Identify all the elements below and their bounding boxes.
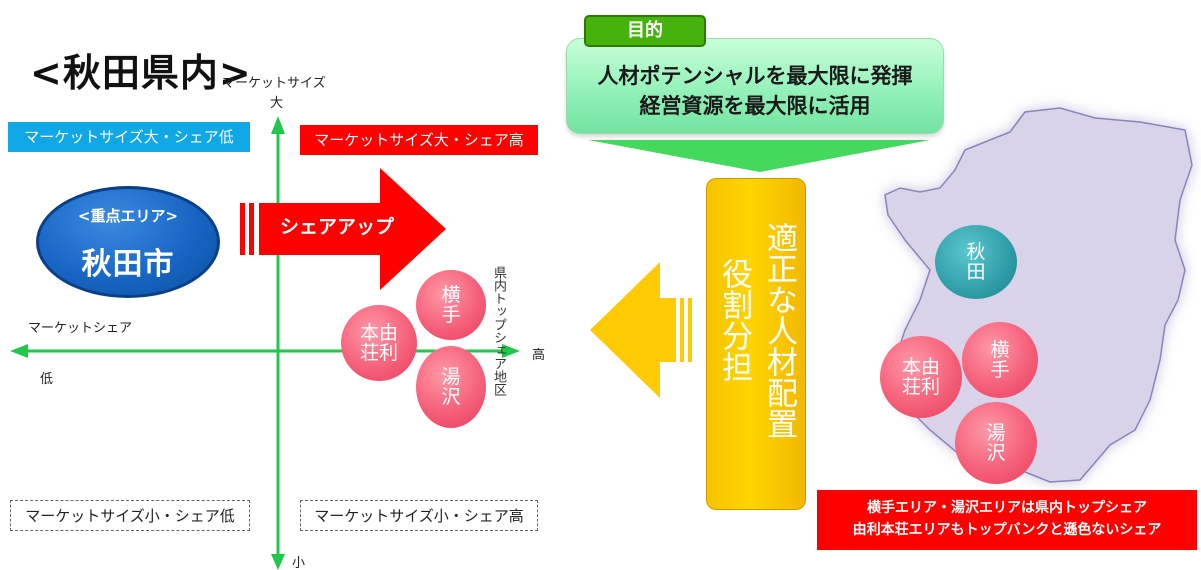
map-bubble-yurihonjo: 本由荘利: [880, 336, 962, 418]
goal-line-2: 経営資源を最大限に活用: [639, 94, 871, 118]
info-line-2: 由利本荘エリアもトップバンクと遜色ないシェア: [852, 522, 1162, 538]
focus-area-subtitle: <重点エリア>: [77, 207, 179, 225]
bubble-yuzawa: 湯沢: [416, 346, 486, 428]
map-bubble-yokote: 横手: [962, 322, 1038, 398]
share-up-arrow: [240, 168, 446, 290]
map-bubble-yuzawa: 湯沢: [955, 402, 1037, 484]
focus-area-ellipse: <重点エリア> 秋田市: [36, 186, 220, 298]
top-share-region-label: 県内トップシェア地区: [491, 266, 506, 396]
quadrant-bottom-left-label: マーケットサイズ小・シェア低: [10, 500, 250, 531]
map-bubble-akita: 秋田: [935, 225, 1017, 299]
y-axis-label: マーケットサイズ: [222, 76, 326, 91]
y-axis-bottom-label: 小: [292, 556, 306, 570]
x-axis-label: マーケットシェア: [28, 321, 133, 336]
focus-area-name: 秋田市: [81, 247, 175, 282]
role-pillar: [706, 178, 806, 510]
y-axis-top-label: 大: [270, 96, 284, 111]
x-axis-arrow-left: [10, 344, 28, 358]
quadrant-top-left-label: マーケットサイズ大・シェア低: [8, 122, 250, 152]
bubble-yokote: 横手: [416, 270, 486, 340]
quadrant-top-right-label: マーケットサイズ大・シェア高: [300, 125, 538, 155]
role-text-col-2: 役割分担: [716, 258, 752, 382]
goal-box: [566, 38, 944, 134]
role-left-arrow: [590, 262, 692, 398]
info-box: 横手エリア・湯沢エリアは県内トップシェア 由利本荘エリアもトップバンクと遜色ない…: [817, 490, 1197, 550]
x-axis-arrow-right: [502, 344, 520, 358]
goal-tab: 目的: [584, 15, 706, 47]
goal-line-1: 人材ポテンシャルを最大限に発揮: [597, 64, 913, 88]
bubble-yurihonjo: 本由荘利: [341, 305, 417, 381]
info-line-1: 横手エリア・湯沢エリアは県内トップシェア: [867, 500, 1147, 516]
quadrant-bottom-right-label: マーケットサイズ小・シェア高: [300, 500, 538, 531]
y-axis-arrow-up: [271, 116, 285, 134]
goal-down-arrow: [588, 140, 930, 172]
akita-map-shape: [884, 107, 1193, 483]
page-title: <秋田県内>: [30, 51, 252, 95]
role-text-col-1: 適正な人材配置: [761, 222, 797, 439]
y-axis-arrow-down: [271, 554, 285, 570]
x-axis-left-label: 低: [40, 372, 54, 387]
share-up-label: シェアアップ: [280, 216, 395, 238]
x-axis-right-label: 高: [532, 348, 546, 363]
